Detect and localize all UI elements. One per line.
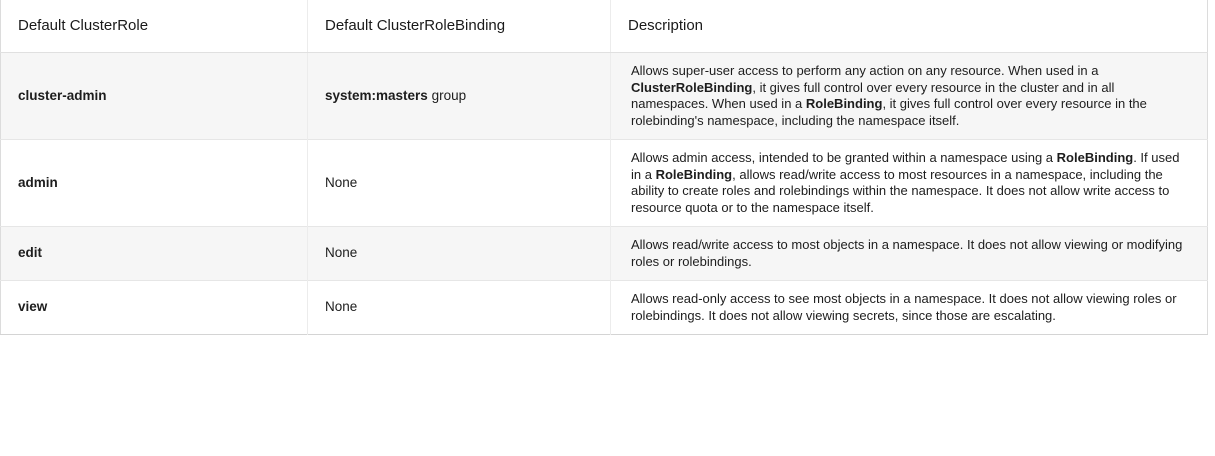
description-fragment: Allows read-only access to see most obje… bbox=[631, 291, 1177, 323]
cell-description: Allows read/write access to most objects… bbox=[610, 226, 1208, 281]
cell-clusterrolebinding: None bbox=[307, 280, 611, 335]
cell-clusterrole-name: cluster-admin bbox=[0, 52, 308, 140]
description-emphasis: RoleBinding bbox=[1056, 150, 1134, 165]
description-emphasis: RoleBinding bbox=[655, 166, 733, 182]
description-fragment: , it gives full control over every resou… bbox=[631, 96, 1147, 128]
table-header: Default ClusterRole Default ClusterRoleB… bbox=[0, 0, 1208, 53]
table-header-row: Default ClusterRole Default ClusterRoleB… bbox=[0, 0, 1208, 53]
description-fragment: . If used in a bbox=[631, 150, 1180, 182]
table-row: admin None Allows admin access, intended t… bbox=[0, 139, 1208, 227]
binding-subject-rest: None bbox=[325, 174, 358, 190]
description-text: Allows read/write access to most objects… bbox=[631, 237, 1191, 270]
column-header-description: Description bbox=[610, 0, 1208, 53]
description-fragment: , it gives full control over every resou… bbox=[631, 79, 1115, 112]
cell-clusterrolebinding: None bbox=[307, 226, 611, 281]
cell-clusterrolebinding: None bbox=[307, 139, 611, 227]
cell-description: Allows super-user access to perform any … bbox=[610, 52, 1208, 140]
cell-clusterrolebinding: system:masters group bbox=[307, 52, 611, 140]
table-row: view None Allows read-only access to see m… bbox=[0, 280, 1208, 335]
default-clusterrole-table: Default ClusterRole Default ClusterRoleB… bbox=[0, 0, 1208, 335]
description-text: Allows admin access, intended to be gran… bbox=[631, 150, 1191, 216]
column-header-default-clusterrole: Default ClusterRole bbox=[0, 0, 308, 53]
binding-subject-bold: system:masters bbox=[325, 87, 428, 103]
binding-subject-rest: None bbox=[325, 245, 358, 261]
description-fragment: Allows admin access, intended to be gran… bbox=[631, 150, 1057, 165]
binding-subject-rest: None bbox=[325, 299, 358, 315]
cell-clusterrole-name: view bbox=[0, 280, 308, 335]
description-fragment: Allows read/write access to most objects… bbox=[631, 237, 1183, 269]
cell-clusterrole-name: admin bbox=[0, 139, 308, 227]
table-row: edit None Allows read/write access to most… bbox=[0, 226, 1208, 281]
description-emphasis: ClusterRoleBinding bbox=[631, 79, 753, 95]
description-fragment: , allows read/write access to most resou… bbox=[631, 166, 1170, 215]
column-header-default-clusterrolebinding: Default ClusterRoleBinding bbox=[307, 0, 611, 53]
cell-clusterrole-name: edit bbox=[0, 226, 308, 281]
description-text: Allows read-only access to see most obje… bbox=[631, 291, 1191, 324]
description-text: Allows super-user access to perform any … bbox=[631, 63, 1191, 129]
description-fragment: Allows super-user access to perform any … bbox=[631, 63, 1099, 78]
binding-subject-rest: group bbox=[427, 87, 467, 103]
cell-description: Allows read-only access to see most obje… bbox=[610, 280, 1208, 335]
clusterrole-table-container: Default ClusterRole Default ClusterRoleB… bbox=[0, 0, 1208, 335]
description-emphasis: RoleBinding bbox=[805, 96, 883, 111]
cell-description: Allows admin access, intended to be gran… bbox=[610, 139, 1208, 227]
